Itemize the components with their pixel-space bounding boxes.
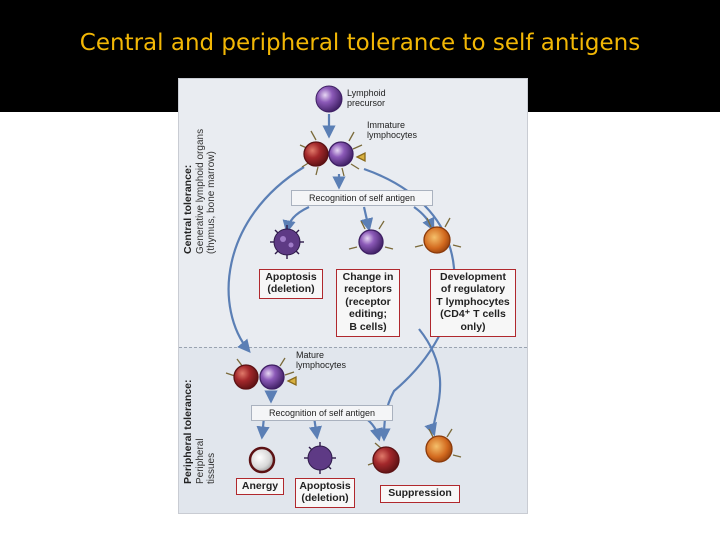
mature-t-cell-icon xyxy=(225,358,259,390)
arrow-central-to-regulatory xyxy=(413,206,435,232)
mature-b-cell-icon xyxy=(259,357,297,390)
suppression-box: Suppression xyxy=(380,485,460,503)
anergy-box: Anergy xyxy=(236,478,284,495)
diagram-panel: Central tolerance:Generative lymphoid or… xyxy=(178,78,528,514)
suppressing-regulatory-cell-icon xyxy=(425,428,462,463)
immature-b-cell-icon xyxy=(328,131,366,177)
receptor-editing-cell-icon xyxy=(348,220,394,255)
apoptosis-central-box: Apoptosis(deletion) xyxy=(259,269,323,299)
anergic-cell-icon xyxy=(248,446,276,474)
immature-t-cell-icon xyxy=(299,130,329,176)
slide-title: Central and peripheral tolerance to self… xyxy=(79,30,641,56)
suppressed-t-cell-icon xyxy=(367,442,400,474)
apoptotic-cell-icon-peripheral xyxy=(304,442,336,474)
arrow-central-to-change xyxy=(360,206,374,232)
lymphoid-precursor-cell xyxy=(315,85,343,113)
regulatory-t-cell-icon xyxy=(414,217,462,254)
arrow-immature-to-mature xyxy=(227,166,305,354)
apoptosis-peripheral-box: Apoptosis(deletion) xyxy=(295,478,355,508)
recognition-peripheral-bar: Recognition of self antigen xyxy=(251,405,393,421)
central-tolerance-label: Central tolerance:Generative lymphoid or… xyxy=(182,128,217,254)
arrow-regulatory-to-suppression xyxy=(418,328,442,437)
recognition-central-bar: Recognition of self antigen xyxy=(291,190,433,206)
arrow-central-to-apoptosis xyxy=(282,206,310,234)
zone-divider xyxy=(179,347,527,348)
apoptotic-cell-icon-central xyxy=(270,225,304,259)
